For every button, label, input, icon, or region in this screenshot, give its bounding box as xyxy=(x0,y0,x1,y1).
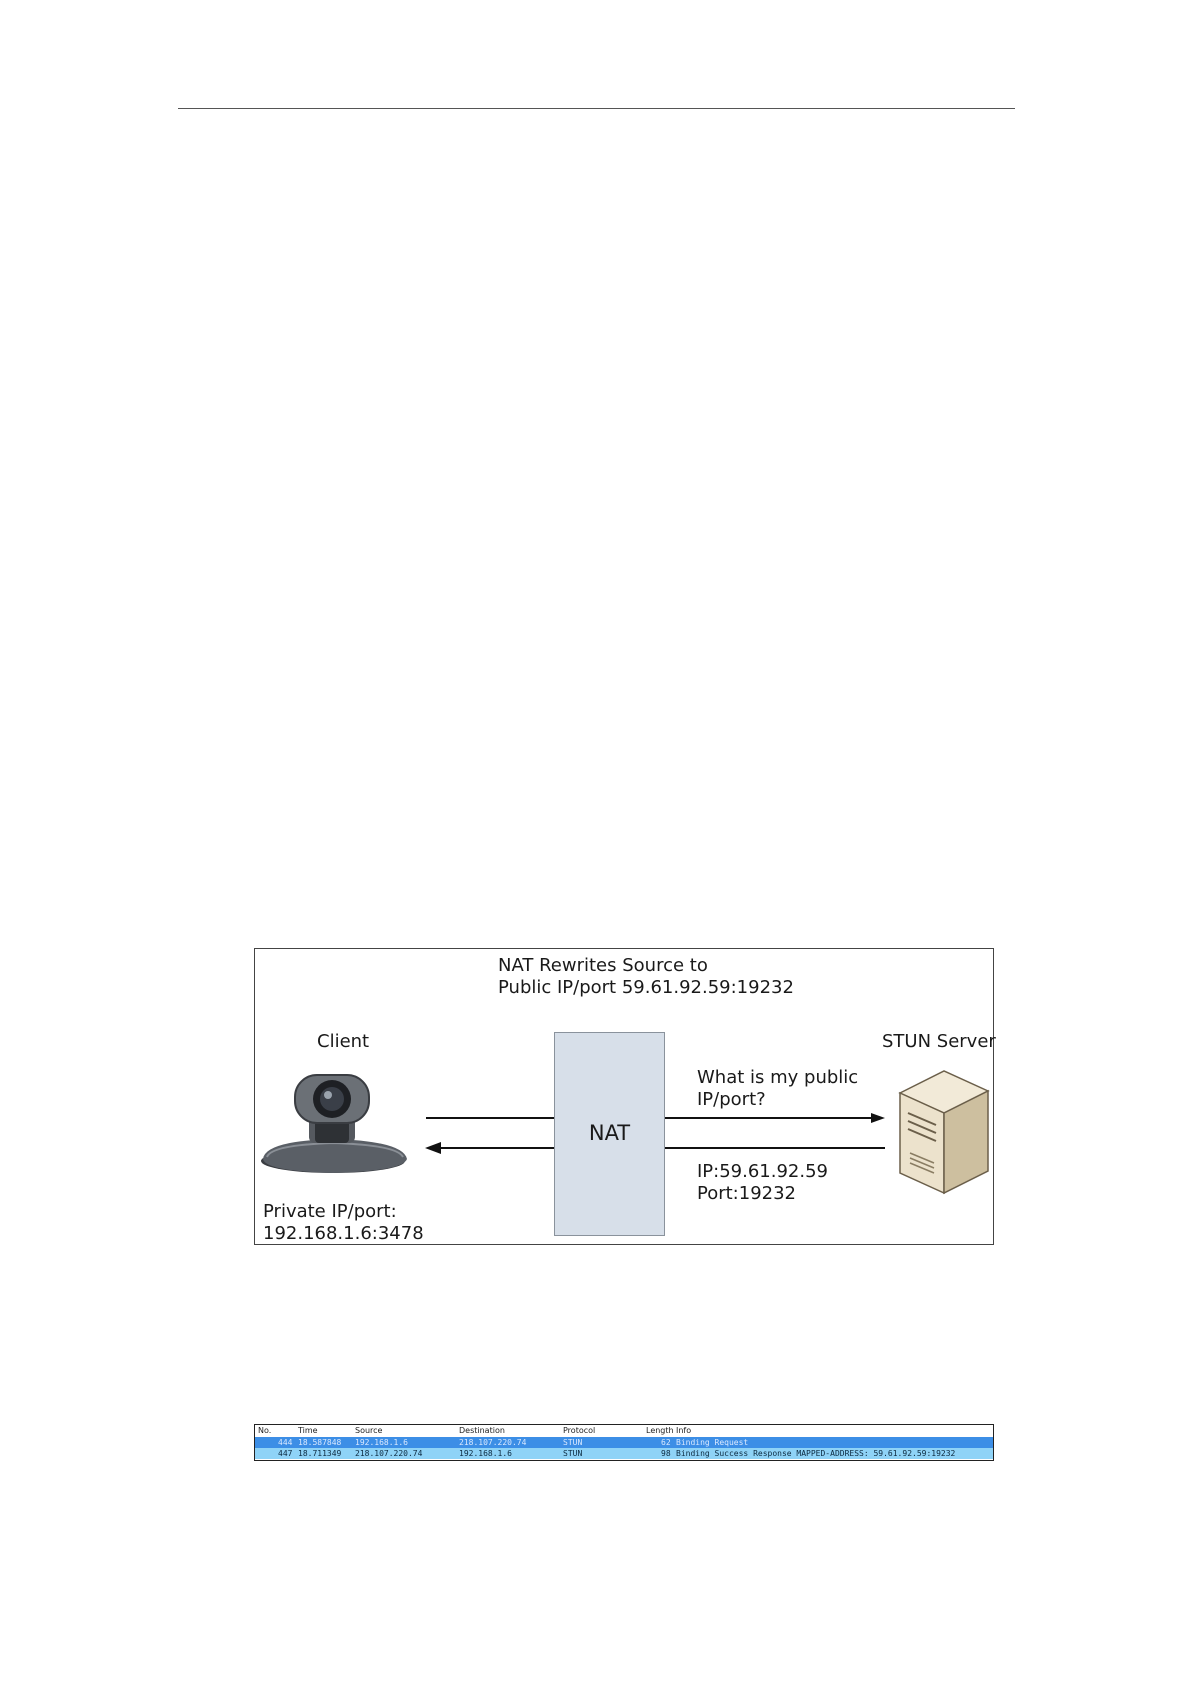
cell-protocol: STUN xyxy=(563,1438,583,1447)
stun-server-label: STUN Server xyxy=(882,1031,996,1052)
cell-source: 192.168.1.6 xyxy=(355,1438,408,1447)
col-no-header: No. xyxy=(258,1426,272,1435)
col-protocol-header: Protocol xyxy=(563,1426,596,1435)
diagram-title-line2: Public IP/port 59.61.92.59:19232 xyxy=(498,977,794,998)
packet-capture-table: No. Time Source Destination Protocol Len… xyxy=(254,1424,994,1461)
cell-destination: 218.107.220.74 xyxy=(459,1438,527,1447)
private-ip-line2: 192.168.1.6:3478 xyxy=(263,1223,424,1244)
cell-time: 18.587848 xyxy=(298,1438,342,1447)
cell-info: Binding Success Response MAPPED-ADDRESS:… xyxy=(676,1449,956,1458)
response-line1: IP:59.61.92.59 xyxy=(697,1161,829,1182)
response-line2: Port:19232 xyxy=(697,1183,797,1204)
video-conference-camera-icon xyxy=(261,1074,407,1173)
col-info-header: Info xyxy=(676,1426,692,1435)
cell-no: 447 xyxy=(278,1449,293,1458)
col-time-header: Time xyxy=(298,1426,318,1435)
diagram-title-line1: NAT Rewrites Source to xyxy=(498,955,708,976)
cell-source: 218.107.220.74 xyxy=(355,1449,423,1458)
col-destination-header: Destination xyxy=(459,1426,505,1435)
cell-info: Binding Request xyxy=(676,1438,749,1447)
cell-length: 62 xyxy=(661,1438,671,1447)
cell-length: 98 xyxy=(661,1449,671,1458)
table-row[interactable]: 447 18.711349 218.107.220.74 192.168.1.6… xyxy=(255,1448,993,1459)
nat-label: NAT xyxy=(588,1121,631,1145)
request-line2: IP/port? xyxy=(697,1089,766,1110)
col-length-header: Length xyxy=(646,1426,674,1435)
col-source-header: Source xyxy=(355,1426,383,1435)
cell-no: 444 xyxy=(278,1438,293,1447)
nat-box: NAT xyxy=(554,1032,665,1236)
stun-nat-diagram: NAT Rewrites Source to Public IP/port 59… xyxy=(254,948,996,1245)
cell-protocol: STUN xyxy=(563,1449,583,1458)
server-tower-icon xyxy=(898,1070,990,1195)
capture-header-row: No. Time Source Destination Protocol Len… xyxy=(255,1425,993,1437)
arrow-layer xyxy=(425,1113,885,1154)
private-ip-line1: Private IP/port: xyxy=(263,1201,397,1222)
request-line1: What is my public xyxy=(697,1067,859,1088)
table-row[interactable]: 444 18.587848 192.168.1.6 218.107.220.74… xyxy=(255,1437,993,1448)
cell-time: 18.711349 xyxy=(298,1449,342,1458)
cell-destination: 192.168.1.6 xyxy=(459,1449,512,1458)
header-rule xyxy=(178,108,1015,109)
client-label: Client xyxy=(317,1031,370,1052)
